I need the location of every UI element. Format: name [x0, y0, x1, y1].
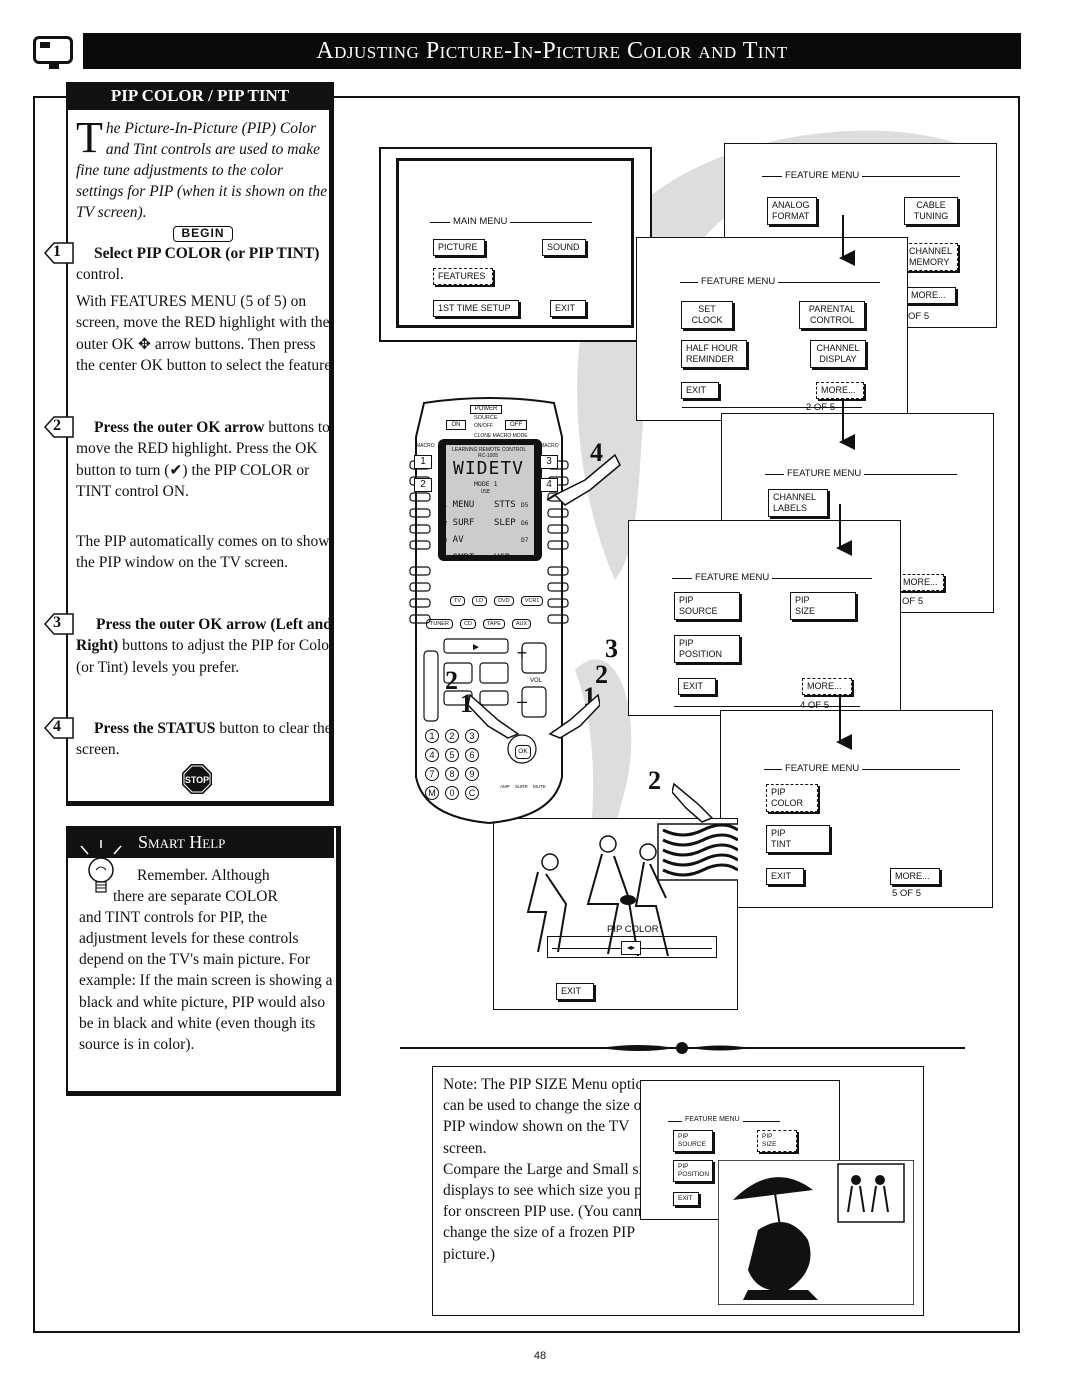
smart-help-text: Remember. Although there are separate CO…: [79, 867, 333, 1053]
lightbulb-icon: [80, 840, 122, 893]
pointing-hand-icon: [548, 693, 600, 739]
football-players-image: [526, 823, 738, 957]
key-3[interactable]: 3: [540, 455, 558, 469]
step-2-badge: 2: [43, 416, 74, 438]
page-number: 48: [533, 1350, 547, 1362]
smart-help-heading: Smart Help: [66, 826, 334, 858]
key-4[interactable]: 4: [540, 478, 558, 492]
stop-sign-icon: STOP: [182, 764, 212, 794]
exit-button-2[interactable]: EXIT: [681, 382, 719, 399]
more-button-5[interactable]: MORE...: [890, 868, 940, 885]
tv-icon: [33, 36, 73, 69]
sound-button[interactable]: SOUND: [542, 239, 586, 256]
svg-text:+: +: [517, 643, 528, 663]
step-3-text: Press the outer OK arrow (Left and Right…: [76, 616, 335, 676]
feature-menu-5: [720, 710, 993, 908]
more-button-2[interactable]: MORE...: [816, 382, 864, 399]
step-4-badge: 4: [43, 717, 74, 739]
step-3-badge: 3: [43, 613, 74, 635]
exit-button-4[interactable]: EXIT: [678, 678, 716, 695]
lcd-left-column: D1 MENU D2 SURF D3 AV D4 SMRT: [440, 500, 475, 563]
more-button-4[interactable]: MORE...: [802, 678, 852, 695]
callout-2-pip: 2: [648, 766, 661, 795]
lcd-right-column: STTS D5 SLEP D6 D7 VCR+ D8: [494, 500, 529, 563]
callout-3: 3: [605, 634, 618, 663]
pointing-hand-icon: [546, 453, 621, 506]
callout-2-right: 2: [595, 660, 608, 689]
step-4-text: Press the STATUS button to clear the scr…: [76, 720, 332, 759]
step-2-text: Press the outer OK arrow buttons to move…: [76, 419, 330, 500]
features-button[interactable]: FEATURES: [433, 268, 493, 285]
feature-menu-4: [628, 520, 901, 716]
pip-color-label: PIP COLOR: [607, 924, 659, 935]
ornamental-divider: [400, 1042, 965, 1054]
ok-button[interactable]: OK: [515, 745, 531, 759]
off-button[interactable]: OFF: [505, 420, 527, 430]
key-2[interactable]: 2: [414, 478, 432, 492]
instruction-heading: PIP COLOR / PIP TINT: [66, 82, 334, 110]
number-keypad: 1 2 3 4 5 6 7 8 9 M 0 C: [425, 729, 479, 800]
more-button-3[interactable]: MORE...: [898, 574, 944, 591]
picture-button[interactable]: PICTURE: [433, 239, 485, 256]
first-time-setup-button[interactable]: 1ST TIME SETUP: [433, 300, 519, 317]
exit-button-5[interactable]: EXIT: [766, 868, 804, 885]
pip-color-slider[interactable]: [547, 936, 717, 958]
lcd-title: WIDETV: [453, 458, 525, 479]
mini-exit-button[interactable]: EXIT: [673, 1192, 699, 1206]
drop-cap: T: [76, 113, 103, 162]
pip-exit-button[interactable]: EXIT: [556, 983, 594, 1000]
note-box: [432, 1066, 924, 1316]
content-frame: [33, 96, 1020, 1333]
source-row-1: TV LD DVD VCR1: [450, 596, 544, 606]
feature-menu-2: [636, 237, 908, 421]
callout-4: 4: [590, 438, 603, 467]
power-button[interactable]: POWER: [470, 405, 502, 414]
step-2-detail: The PIP automatically comes on to show t…: [76, 533, 330, 572]
step-1-badge: 1: [43, 242, 74, 264]
on-button[interactable]: ON: [446, 420, 466, 430]
pip-size-note: Note: The PIP SIZE Menu option can be us…: [443, 1076, 672, 1263]
pointing-hand-icon: [672, 782, 714, 823]
pointing-hand-icon: [468, 693, 520, 739]
step-1-text: Select PIP COLOR (or PIP TINT) control.: [76, 245, 320, 284]
remote-control: + – ►: [409, 397, 569, 825]
step-1-detail: With FEATURES MENU (5 of 5) on screen, m…: [76, 293, 336, 374]
page-title: Adjusting Picture-In-Picture Color and T…: [83, 33, 1021, 69]
pip-size-comparison-image: [718, 1160, 914, 1305]
svg-text:STOP: STOP: [185, 775, 209, 785]
source-row-2: TUNER CD TAPE AUX: [426, 619, 532, 629]
svg-text:–: –: [517, 691, 527, 711]
begin-badge: BEGIN: [173, 226, 233, 242]
main-menu-title: MAIN MENU: [450, 216, 511, 227]
svg-text:►: ►: [471, 642, 481, 653]
slider-thumb[interactable]: ◂▸: [621, 941, 641, 955]
key-1[interactable]: 1: [414, 455, 432, 469]
callout-2-left: 2: [445, 666, 458, 695]
more-button-1[interactable]: MORE...: [906, 287, 956, 304]
exit-button[interactable]: EXIT: [550, 300, 586, 317]
